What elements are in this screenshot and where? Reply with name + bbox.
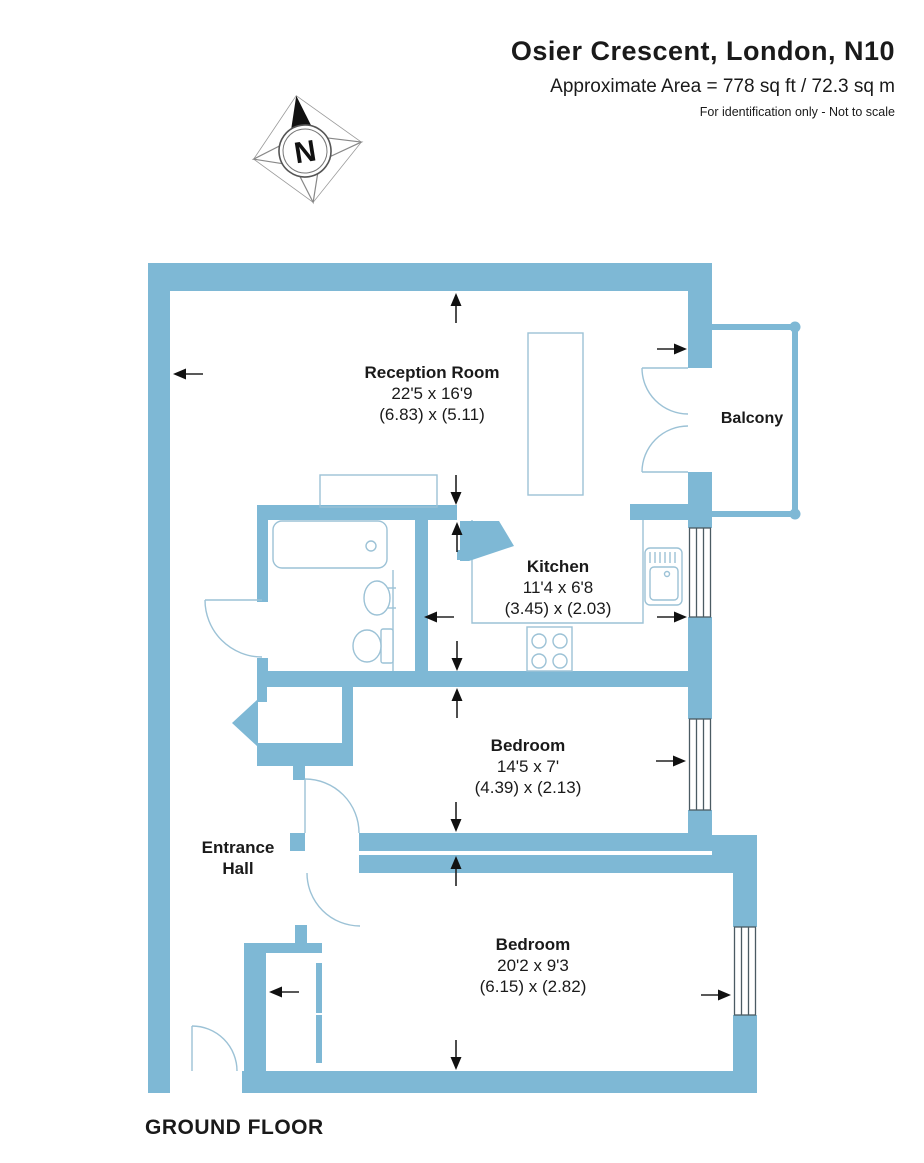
compass-icon: N xyxy=(251,95,364,205)
room-name: Kitchen xyxy=(526,557,590,576)
balcony-railing xyxy=(710,321,801,520)
room-label-bedroom2: Bedroom 20'2 x 9'3 (6.15) x (2.82) xyxy=(480,934,587,997)
bathtub-icon xyxy=(272,520,388,569)
room-dims-imperial: 11'4 x 6'8 xyxy=(522,578,594,597)
room-dims-imperial: 14'5 x 7' xyxy=(496,757,560,776)
window-icons xyxy=(688,527,757,1016)
room-dims-metric: (6.15) x (2.82) xyxy=(479,977,587,996)
room-label-reception: Reception Room 22'5 x 16'9 (6.83) x (5.1… xyxy=(364,362,499,425)
room-dims-imperial: 20'2 x 9'3 xyxy=(497,956,569,975)
room-label-bedroom1: Bedroom 14'5 x 7' (4.39) x (2.13) xyxy=(475,735,582,798)
room-label-balcony: Balcony xyxy=(720,410,784,427)
floor-label: GROUND FLOOR xyxy=(145,1116,324,1139)
page-subtitle: Approximate Area = 778 sq ft / 72.3 sq m xyxy=(550,76,895,97)
room-dims-metric: (6.83) x (5.11) xyxy=(379,405,485,424)
door-arcs xyxy=(191,367,689,1072)
room-dims-metric: (4.39) x (2.13) xyxy=(474,778,582,797)
room-dims-imperial: 22'5 x 16'9 xyxy=(391,384,473,403)
room-dims-metric: (3.45) x (2.03) xyxy=(504,599,612,618)
room-name: Bedroom xyxy=(490,736,566,755)
hob-icon xyxy=(526,626,573,672)
toilet-icon xyxy=(352,628,394,664)
walls xyxy=(148,263,757,1093)
sink-icon xyxy=(644,547,683,606)
island-unit-icon xyxy=(527,332,584,496)
sideboard-icon xyxy=(319,474,438,508)
page-disclaimer: For identification only - Not to scale xyxy=(699,105,895,119)
room-label-entrance-hall: Entrance Hall xyxy=(201,838,275,878)
header: Osier Crescent, London, N10 Approximate … xyxy=(511,36,895,119)
room-name: Reception Room xyxy=(364,363,500,382)
compass-north-label: N xyxy=(292,134,319,170)
room-label-kitchen: Kitchen 11'4 x 6'8 (3.45) x (2.03) xyxy=(505,556,612,619)
basin-icon xyxy=(363,580,396,616)
kitchen-counter-line xyxy=(471,520,644,624)
room-name: Bedroom xyxy=(495,935,571,954)
page-title: Osier Crescent, London, N10 xyxy=(510,36,895,66)
measurement-arrows xyxy=(173,293,731,1070)
